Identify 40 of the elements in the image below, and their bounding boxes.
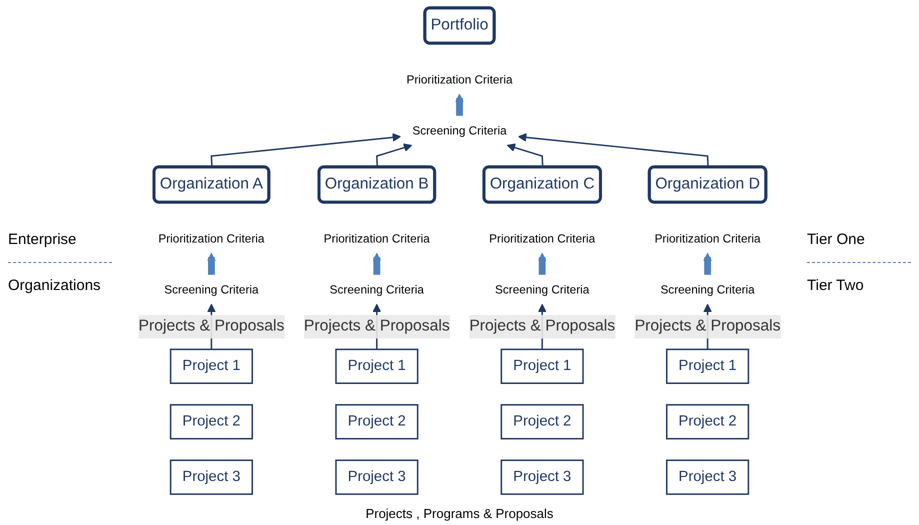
section-label: Organizations: [8, 277, 102, 294]
edge-label: Projects & Proposals: [304, 318, 450, 335]
node-text: Screening Criteria: [660, 282, 755, 296]
arrow: [455, 94, 464, 116]
arrow: [506, 143, 544, 168]
flow-label: Projects , Programs & Proposals: [366, 506, 554, 521]
node-text: Prioritization Criteria: [158, 232, 264, 246]
node-text: Screening Criteria: [412, 124, 507, 138]
arrow: [538, 252, 546, 275]
node-box: Project 1: [170, 348, 253, 384]
arrow: [703, 252, 712, 275]
node-text: Prioritization Criteria: [489, 232, 596, 246]
node-text: Prioritization Criteria: [406, 72, 513, 86]
node-box: Project 1: [500, 348, 584, 384]
node-text: Screening Criteria: [330, 282, 424, 296]
arrow: [207, 252, 216, 275]
node-box: Project 1: [335, 348, 418, 384]
edge-label: Projects & Proposals: [634, 318, 780, 335]
node-box: Project 3: [335, 460, 418, 495]
node-text: Prioritization Criteria: [324, 232, 430, 246]
node-box: Project 1: [666, 348, 750, 384]
node-text: Prioritization Criteria: [654, 232, 761, 246]
node-box: Project 2: [500, 404, 584, 440]
node-box: Project 2: [335, 404, 418, 440]
edge-label: Projects & Proposals: [138, 318, 284, 335]
section-label: Tier Two: [807, 277, 865, 294]
section-label: Enterprise: [8, 231, 78, 248]
node-box: Project 3: [666, 460, 750, 495]
node-text: Screening Criteria: [495, 282, 590, 296]
section-label: Tier One: [807, 231, 866, 248]
node-box: Project 2: [170, 404, 253, 440]
arrow: [376, 143, 412, 168]
arrow: [210, 133, 401, 168]
node-box: Project 3: [170, 460, 253, 495]
node-box: Project 3: [500, 460, 584, 495]
node-text: Screening Criteria: [164, 282, 259, 296]
edge-label: Projects & Proposals: [469, 318, 616, 335]
arrow: [518, 133, 709, 168]
arrow: [372, 252, 382, 275]
node-box: Project 2: [666, 404, 750, 440]
